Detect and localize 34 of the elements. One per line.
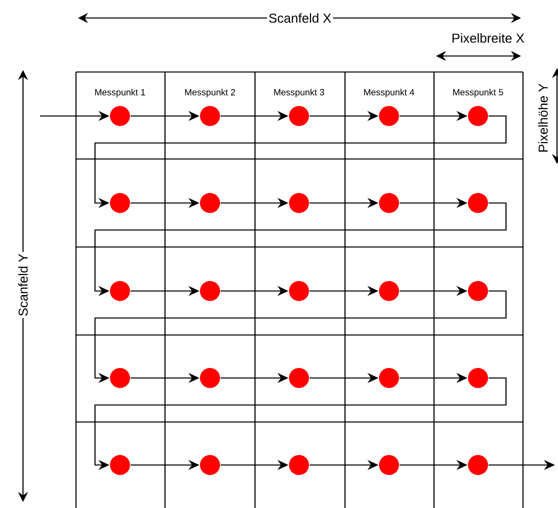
point-label: Messpunkt 1 bbox=[95, 88, 146, 98]
measurement-dot bbox=[289, 281, 309, 301]
measurement-dot bbox=[379, 193, 399, 213]
measurement-dot bbox=[110, 455, 130, 475]
point-label: Messpunkt 4 bbox=[364, 88, 414, 98]
measurement-dot bbox=[110, 193, 130, 213]
measurement-dot bbox=[200, 193, 220, 213]
measurement-dot bbox=[468, 368, 488, 388]
point-label: Messpunkt 2 bbox=[185, 88, 236, 98]
dimension-label: Pixelhöhe Y bbox=[536, 82, 550, 154]
measurement-dot bbox=[110, 281, 130, 301]
measurement-dot bbox=[468, 193, 488, 213]
dimension-label: Pixelbreite X bbox=[450, 32, 526, 44]
measurement-dot bbox=[468, 106, 488, 126]
dimension-label: Scanfeld X bbox=[267, 12, 333, 24]
measurement-dot bbox=[289, 455, 309, 475]
measurement-dot bbox=[379, 455, 399, 475]
measurement-dot bbox=[110, 368, 130, 388]
measurement-dot bbox=[110, 106, 130, 126]
measurement-dot bbox=[289, 368, 309, 388]
measurement-dot bbox=[468, 455, 488, 475]
measurement-dot bbox=[379, 368, 399, 388]
measurement-dot bbox=[379, 106, 399, 126]
measurement-dot bbox=[289, 106, 309, 126]
measurement-dot bbox=[200, 281, 220, 301]
point-label: Messpunkt 5 bbox=[453, 88, 504, 98]
measurement-dot bbox=[379, 281, 399, 301]
measurement-dot bbox=[200, 368, 220, 388]
dimension-label: Scanfeld Y bbox=[16, 252, 30, 318]
measurement-dot bbox=[289, 193, 309, 213]
measurement-dot bbox=[200, 106, 220, 126]
measurement-dot bbox=[468, 281, 488, 301]
measurement-dot bbox=[200, 455, 220, 475]
point-label: Messpunkt 3 bbox=[274, 88, 324, 98]
